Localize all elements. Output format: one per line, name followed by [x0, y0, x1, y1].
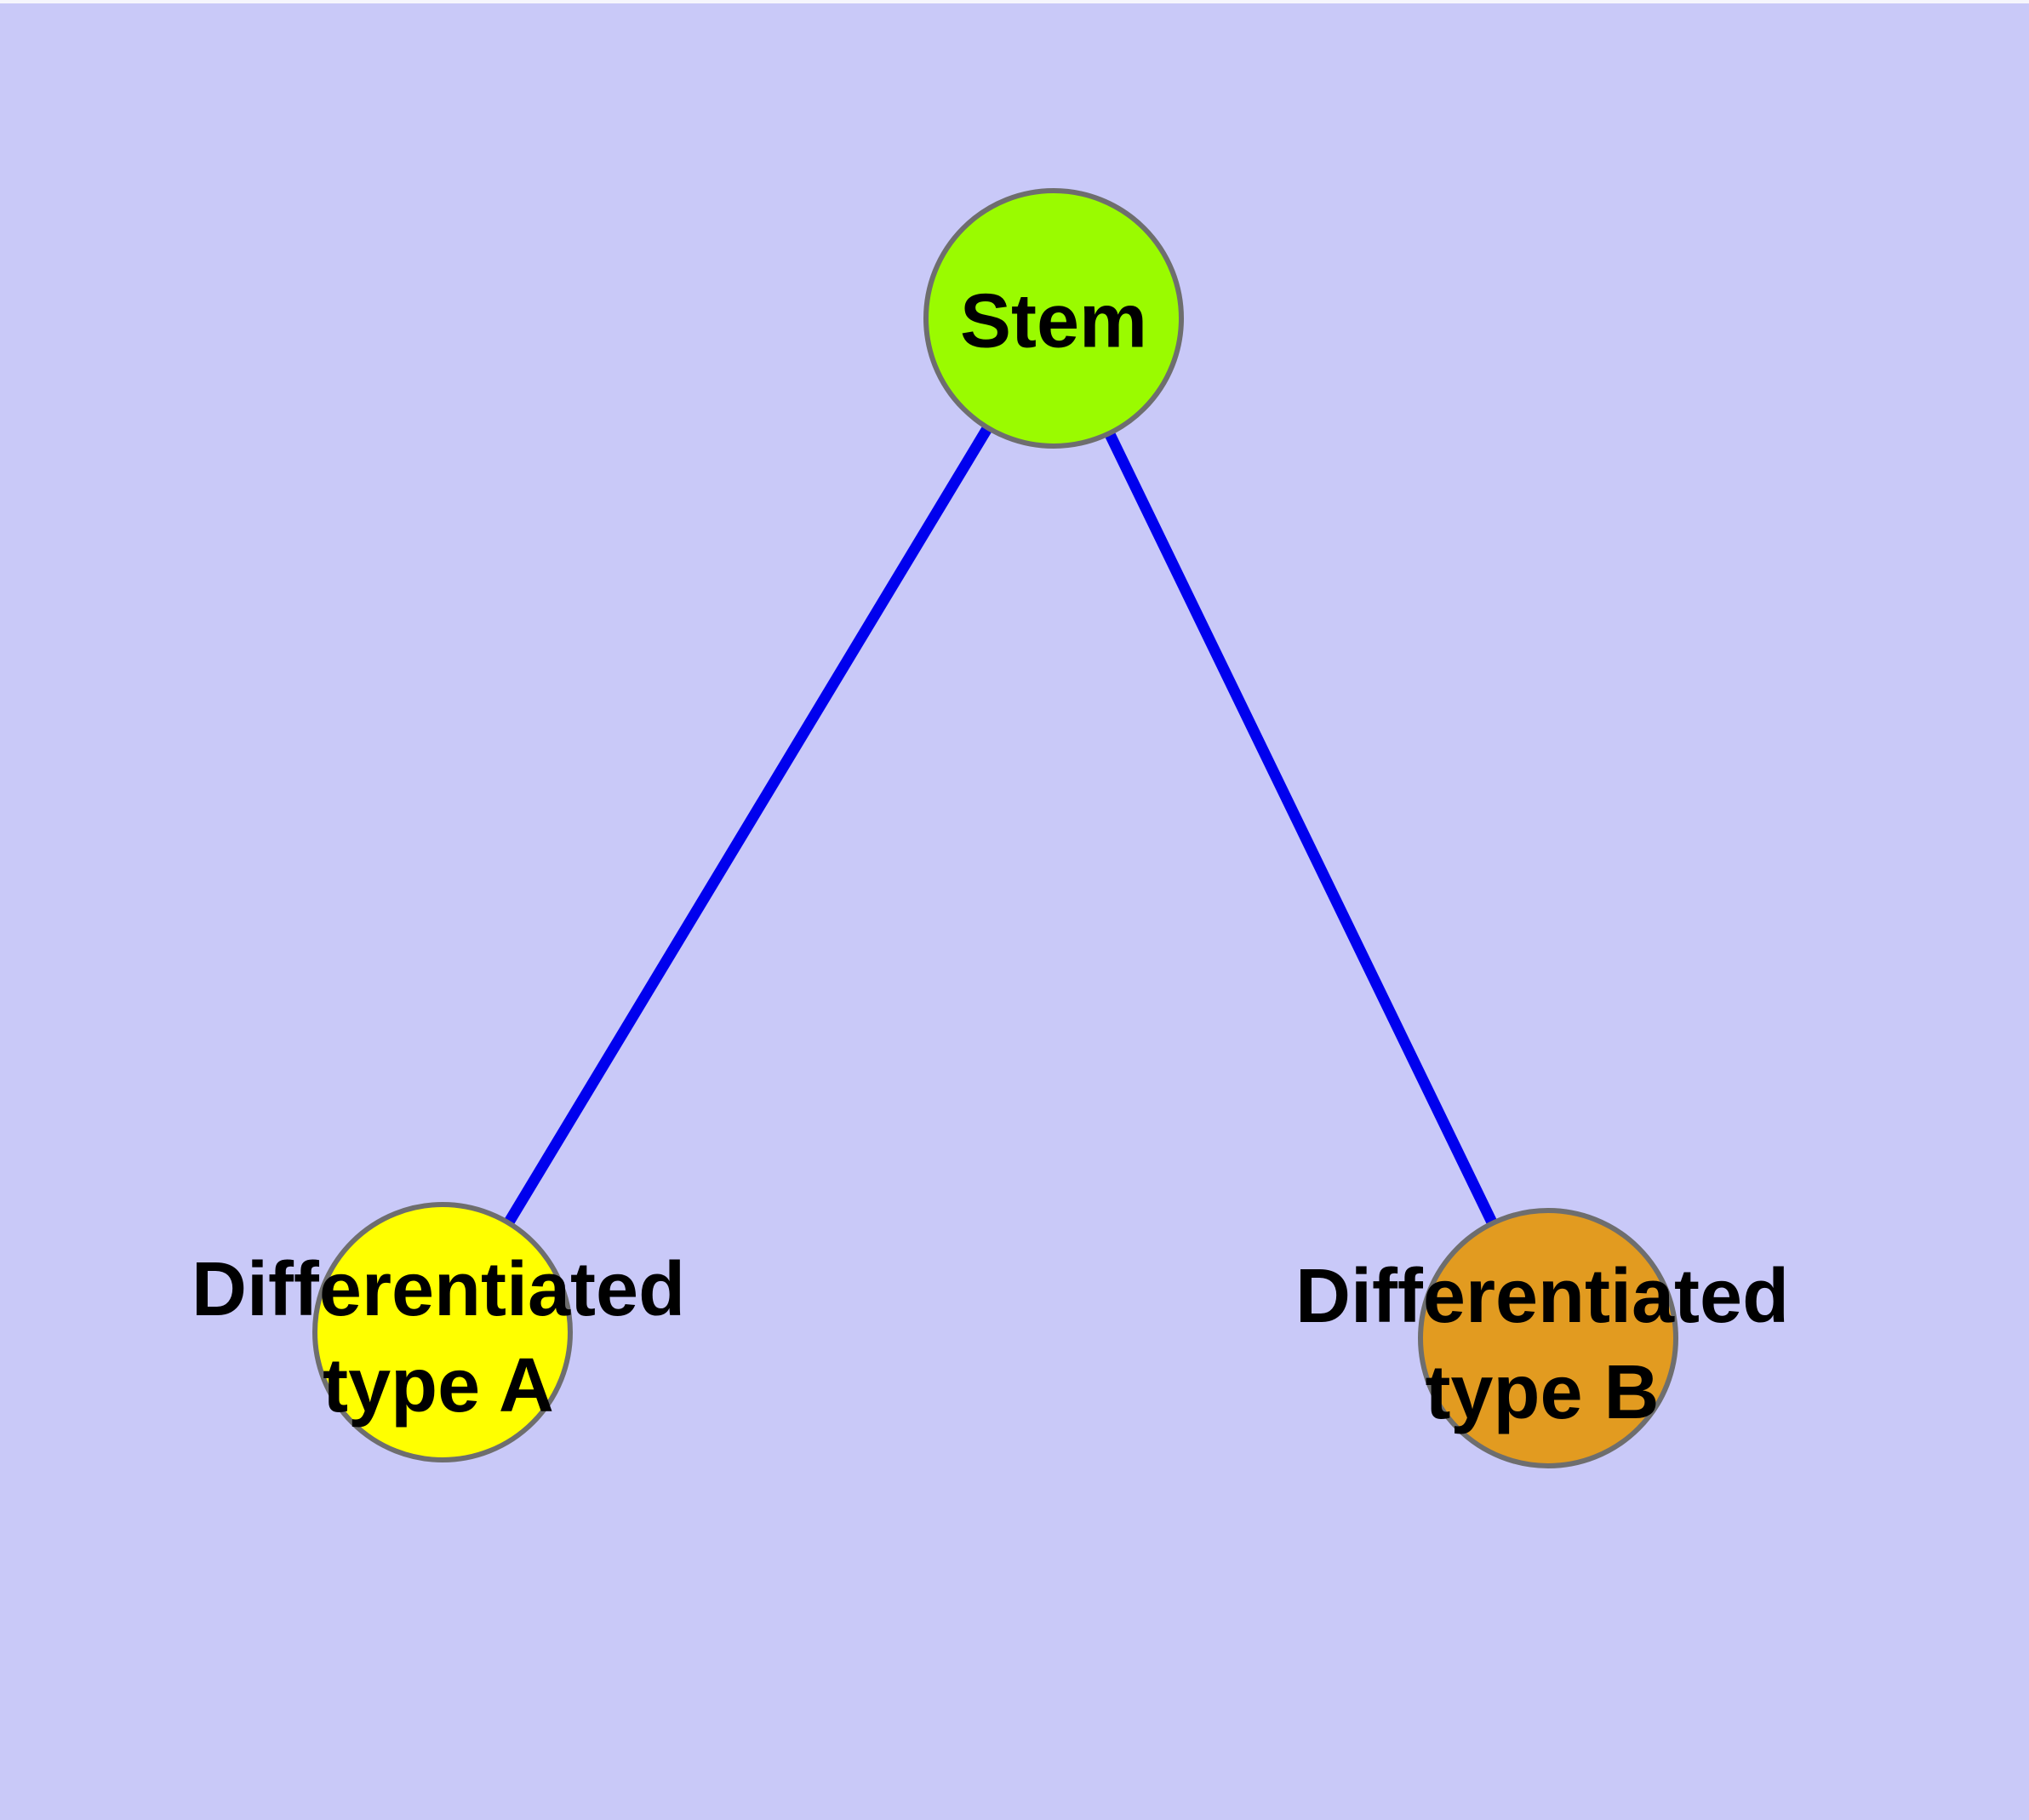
node-type-a-label-line1: Differentiated: [191, 1247, 686, 1332]
node-type-a-label: Differentiated type A: [191, 1242, 685, 1434]
edge-stem-to-type-b: [1049, 316, 1553, 1341]
node-type-b-label-line2: type B: [1425, 1350, 1660, 1435]
node-type-a-label-line2: type A: [323, 1343, 554, 1428]
node-stem-circle: [923, 188, 1184, 449]
node-type-b-label-line1: Differentiated: [1295, 1254, 1790, 1339]
node-type-b-circle: [1418, 1208, 1678, 1468]
node-type-a-circle: [312, 1202, 573, 1462]
node-type-b-label: Differentiated type B: [1295, 1249, 1789, 1441]
edge-stem-to-type-a: [437, 315, 1059, 1336]
window-top-edge: [0, 0, 2029, 3]
node-stem-label: Stem: [959, 278, 1148, 364]
